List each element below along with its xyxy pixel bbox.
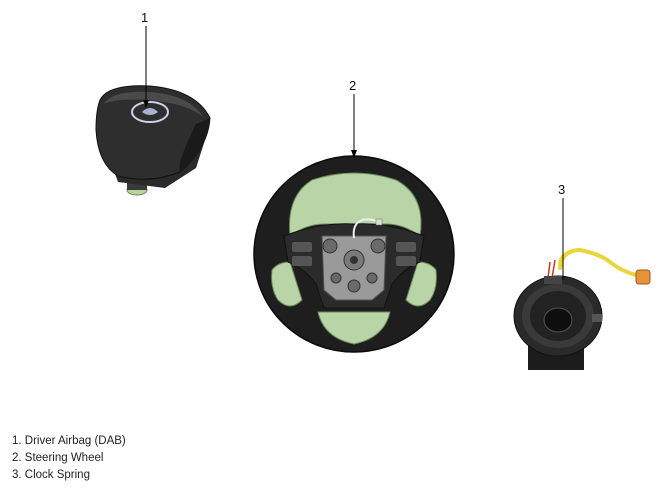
callout-1-label: 1 xyxy=(141,10,149,25)
clock-spring xyxy=(513,247,651,370)
legend-item-driver-airbag: 1. Driver Airbag (DAB) xyxy=(12,435,126,447)
steering-wheel xyxy=(253,155,455,353)
legend-item-steering-wheel: 2. Steering Wheel xyxy=(12,452,104,464)
callout-2-label: 2 xyxy=(349,78,357,93)
driver-airbag xyxy=(95,85,211,196)
legend-item-clock-spring: 3. Clock Spring xyxy=(12,469,90,481)
brand-logo-icon xyxy=(131,101,169,123)
callout-3-label: 3 xyxy=(558,182,566,197)
parts-legend: 1. Driver Airbag (DAB) 2. Steering Wheel… xyxy=(12,433,126,484)
